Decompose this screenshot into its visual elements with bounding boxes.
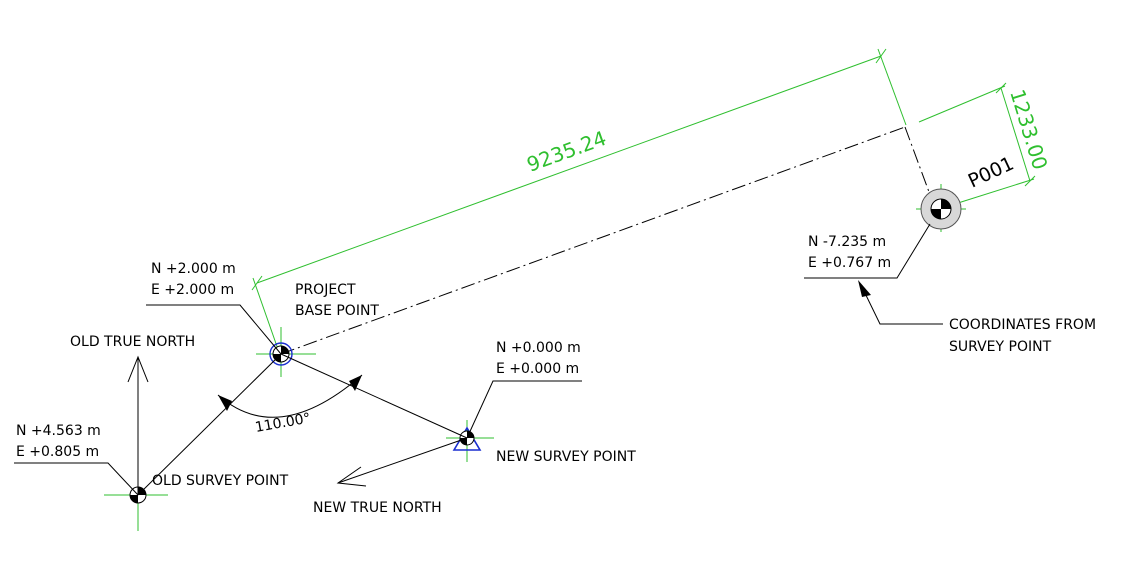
coordinates-callout-line2: SURVEY POINT bbox=[949, 339, 1052, 355]
angle-label: 110.00° bbox=[254, 410, 312, 435]
old-survey-point-label: OLD SURVEY POINT bbox=[152, 473, 289, 489]
project-base-point-marker[interactable] bbox=[256, 327, 316, 377]
old-true-north-label: OLD TRUE NORTH bbox=[70, 334, 195, 350]
offset-dimension-line bbox=[1000, 87, 1031, 182]
alignment-centerline bbox=[280, 126, 906, 355]
baseline-extension-right bbox=[877, 48, 907, 126]
p001-northing: N -7.235 m bbox=[808, 234, 886, 250]
new-true-north-arrow bbox=[336, 437, 468, 487]
new-survey-coord-leader bbox=[466, 380, 582, 439]
baseline-length-label: 9235.24 bbox=[524, 126, 610, 177]
angle-dimension: 110.00° bbox=[217, 374, 363, 436]
coordinates-callout-arrow bbox=[858, 280, 943, 325]
new-survey-point-label: NEW SURVEY POINT bbox=[496, 449, 636, 465]
old-true-north-arrow bbox=[127, 355, 149, 495]
old-survey-coord-leader bbox=[14, 462, 139, 496]
old-survey-easting: E +0.805 m bbox=[16, 444, 99, 460]
offset-extension-top bbox=[918, 85, 1006, 123]
angle-arrow-right bbox=[349, 375, 362, 391]
project-base-ring bbox=[269, 342, 293, 366]
baseline-tick-right bbox=[875, 48, 887, 64]
base-to-new-survey-line bbox=[280, 353, 468, 439]
offset-tick-top bbox=[995, 82, 1007, 94]
project-base-label-line2: BASE POINT bbox=[295, 303, 379, 319]
coordinates-callout-line1: COORDINATES FROM bbox=[949, 317, 1096, 333]
project-base-northing: N +2.000 m bbox=[151, 261, 236, 277]
new-survey-easting: E +0.000 m bbox=[496, 361, 579, 377]
baseline-dimension-line bbox=[256, 55, 882, 284]
offset-tick-bottom bbox=[1024, 175, 1036, 187]
p001-marker[interactable] bbox=[916, 184, 966, 232]
old-survey-northing: N +4.563 m bbox=[16, 423, 101, 439]
old-survey-to-base-line bbox=[137, 353, 282, 496]
project-base-easting: E +2.000 m bbox=[151, 282, 234, 298]
project-base-label-line1: PROJECT bbox=[295, 282, 356, 298]
offset-centerline bbox=[904, 126, 933, 201]
angle-arc bbox=[217, 374, 363, 418]
new-survey-point-marker[interactable] bbox=[446, 420, 494, 462]
baseline-tick-left bbox=[251, 275, 263, 291]
angle-arrow-left bbox=[218, 395, 232, 411]
project-base-coord-leader bbox=[146, 304, 282, 355]
baseline-extension-left bbox=[252, 277, 281, 356]
offset-length-label: 1233.00 bbox=[1005, 86, 1052, 172]
new-survey-northing: N +0.000 m bbox=[496, 340, 581, 356]
offset-extension-bottom bbox=[957, 178, 1035, 204]
new-true-north-label: NEW TRUE NORTH bbox=[313, 500, 442, 516]
p001-easting: E +0.767 m bbox=[808, 255, 891, 271]
p001-coord-leader bbox=[804, 223, 931, 279]
